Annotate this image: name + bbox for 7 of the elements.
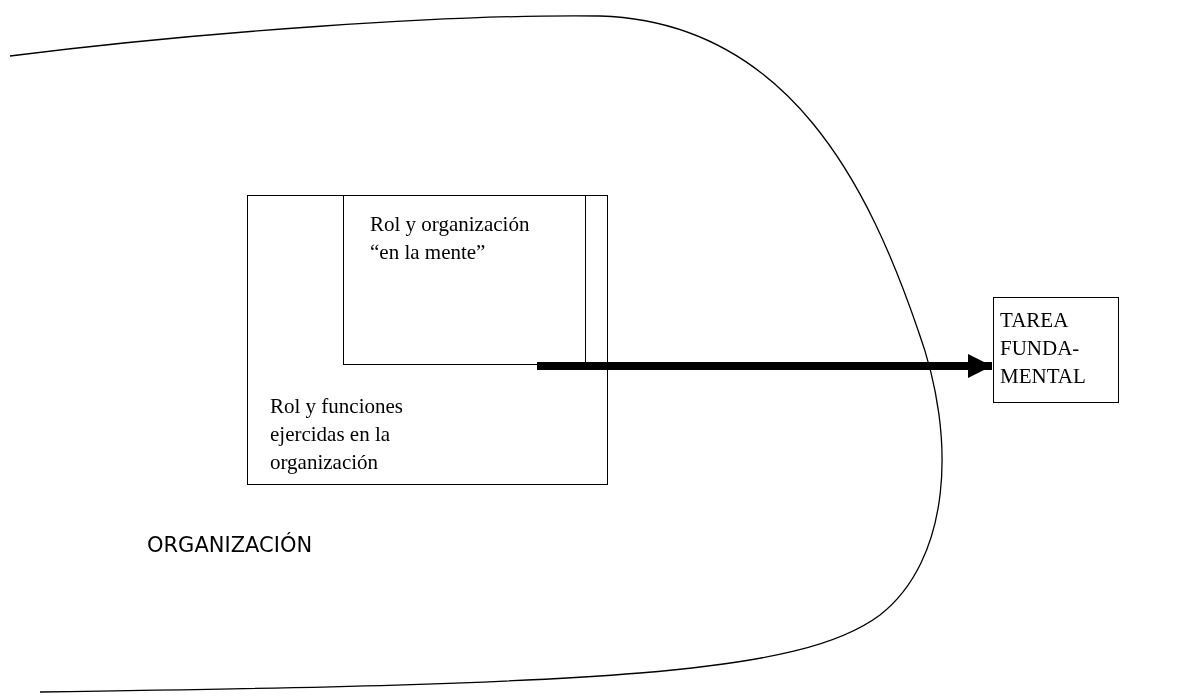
text-box — [247, 195, 608, 485]
box-text: Rol y funciones ejercidas en la organización — [270, 393, 404, 476]
box-text: Rol y organización “en la mente” — [370, 211, 531, 266]
organization-label: ORGANIZACIÓN — [147, 532, 313, 559]
box-text: TAREA FUNDA- MENTAL — [1000, 307, 1087, 390]
text-box — [993, 297, 1119, 403]
arrow — [537, 354, 992, 378]
